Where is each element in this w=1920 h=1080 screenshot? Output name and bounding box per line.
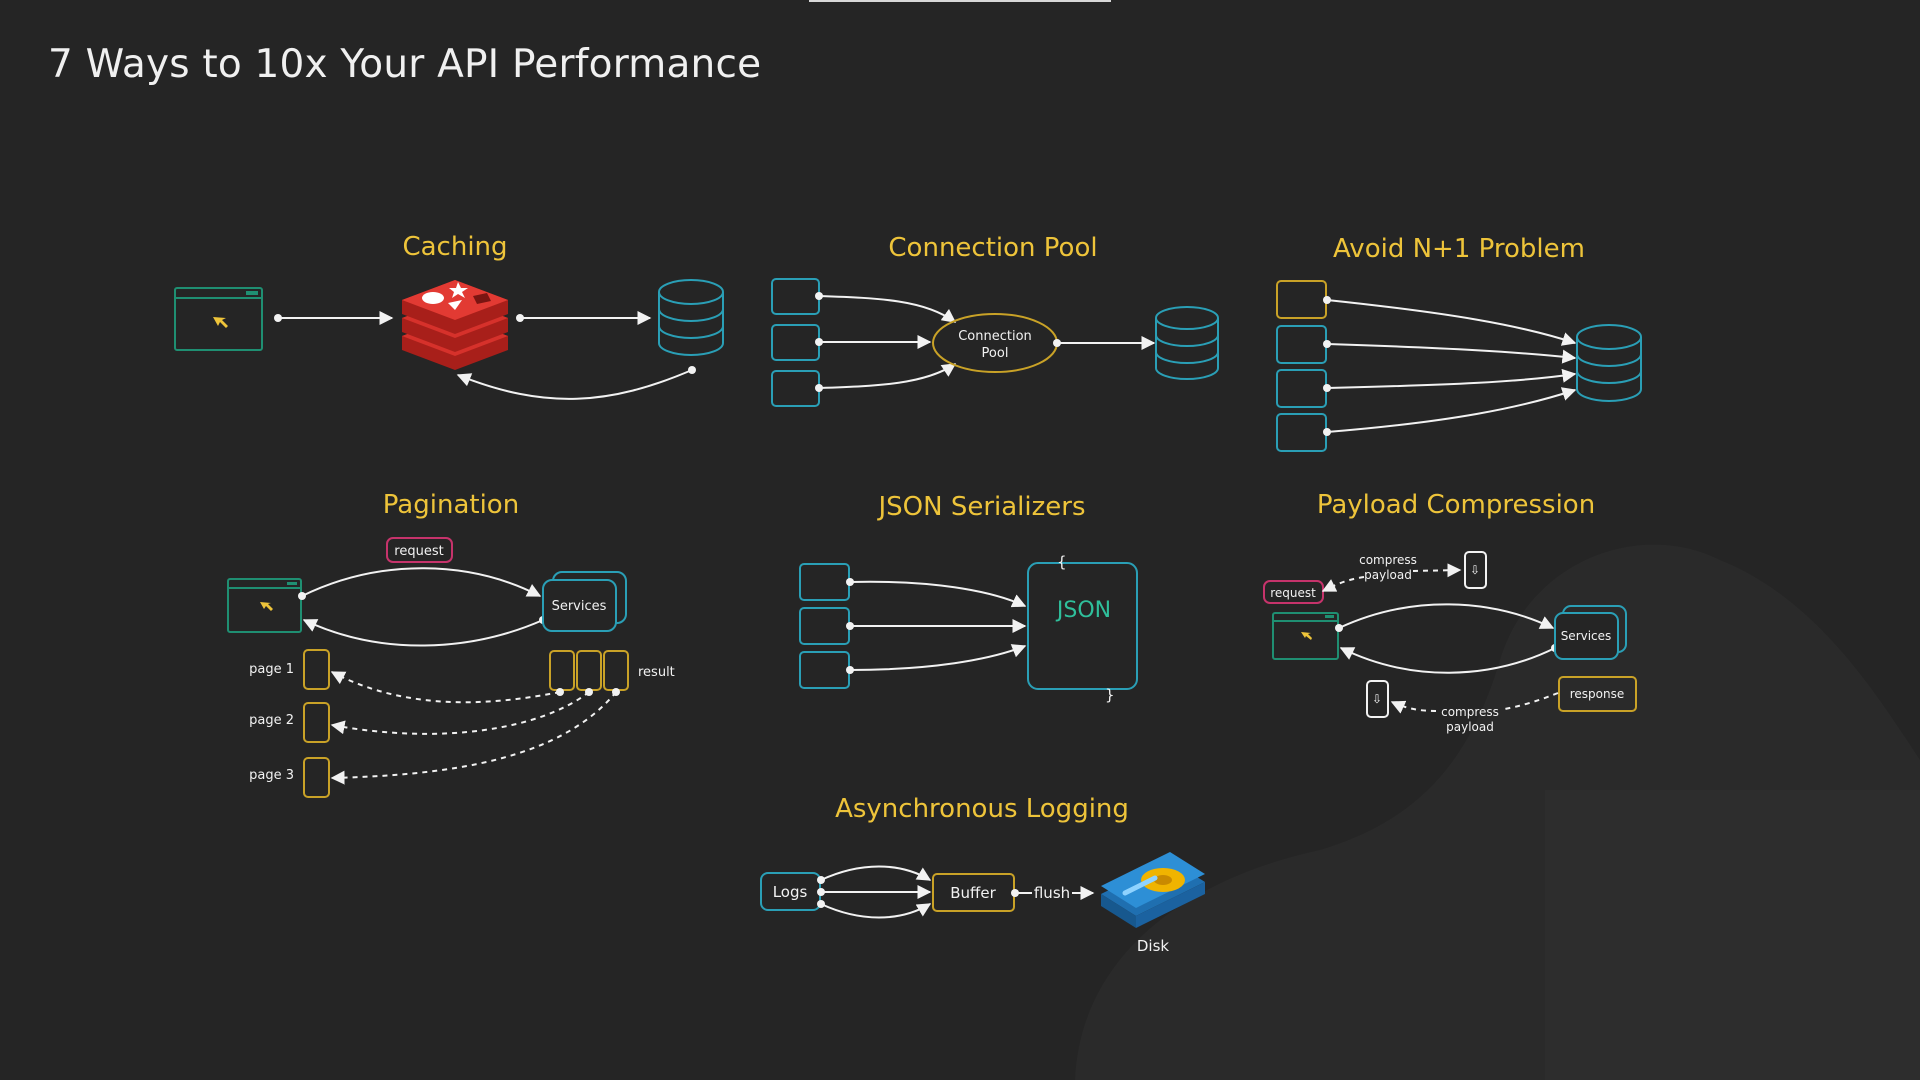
browser-window-icon <box>174 287 263 351</box>
brace-close: } <box>1105 686 1115 704</box>
svg-text:⇩: ⇩ <box>1372 692 1382 706</box>
services-box: Services <box>1554 605 1627 660</box>
redis-icon <box>402 280 508 370</box>
svg-text:Services: Services <box>1561 629 1612 643</box>
compress-label: payload <box>1446 720 1494 734</box>
connection-pool-node: Connection Pool <box>932 313 1058 373</box>
brace-open: { <box>1057 553 1067 571</box>
database-icon <box>1155 306 1219 380</box>
request-badge: request <box>1263 580 1324 604</box>
buffer-box: Buffer <box>932 873 1015 912</box>
cursor-icon <box>260 602 273 611</box>
json-serializers-section: JSON Serializers { } JSON <box>799 492 1138 704</box>
async-logging-title: Asynchronous Logging <box>835 794 1129 824</box>
hard-disk-icon <box>1101 852 1205 928</box>
svg-text:Logs: Logs <box>773 883 808 901</box>
svg-text:request: request <box>1270 586 1316 600</box>
pagination-section: Pagination request Services result page … <box>227 490 675 798</box>
compress-label: compress <box>1441 705 1499 719</box>
svg-text:⇩: ⇩ <box>1470 563 1480 577</box>
object-box <box>799 563 850 601</box>
json-document: { } JSON <box>1027 553 1138 704</box>
query-box <box>1276 325 1327 364</box>
browser-window-icon <box>227 578 302 633</box>
page-box <box>303 649 330 690</box>
payload-compression-title: Payload Compression <box>1317 490 1595 520</box>
result-item <box>549 650 575 691</box>
client-box <box>771 324 820 361</box>
object-box <box>799 607 850 645</box>
flush-label: flush <box>1034 884 1070 902</box>
database-icon <box>1576 324 1642 402</box>
avoid-n1-title: Avoid N+1 Problem <box>1333 234 1585 264</box>
page-box <box>303 702 330 743</box>
svg-text:Pool: Pool <box>982 346 1009 361</box>
result-item <box>576 650 602 691</box>
compress-label: compress <box>1359 553 1417 567</box>
compressed-file-icon: ⇩ <box>1366 680 1389 718</box>
page-title: 7 Ways to 10x Your API Performance <box>48 42 762 87</box>
client-box <box>771 278 820 315</box>
result-label: result <box>638 665 675 680</box>
compress-label: payload <box>1364 568 1412 582</box>
payload-compression-section: Payload Compression request compress pay… <box>1263 490 1637 734</box>
cursor-icon <box>213 317 228 328</box>
page-label: page 1 <box>249 662 294 677</box>
page-label: page 3 <box>249 768 294 783</box>
svg-text:Services: Services <box>552 599 607 614</box>
services-box: Services <box>542 571 627 632</box>
disk-label: Disk <box>1137 937 1170 955</box>
query-box <box>1276 413 1327 452</box>
caching-section: Caching <box>174 232 724 400</box>
cursor-icon <box>1301 632 1312 640</box>
connection-pool-title: Connection Pool <box>888 233 1097 263</box>
background-shapes <box>1075 544 1920 1080</box>
database-icon <box>658 279 724 356</box>
async-logging-section: Asynchronous Logging Logs Buffer flush D… <box>760 794 1205 955</box>
logs-box: Logs <box>760 872 821 911</box>
avoid-n1-section: Avoid N+1 Problem <box>1276 234 1642 452</box>
query-box <box>1276 369 1327 408</box>
client-box <box>771 370 820 407</box>
request-badge: request <box>386 537 453 563</box>
browser-window-icon <box>1272 612 1339 660</box>
query-box <box>1276 280 1327 319</box>
caching-title: Caching <box>402 232 507 262</box>
page-label: page 2 <box>249 713 294 728</box>
page-box <box>303 757 330 798</box>
object-box <box>799 651 850 689</box>
top-edge-strip <box>809 0 1111 2</box>
json-serializers-title: JSON Serializers <box>876 492 1085 522</box>
response-badge: response <box>1558 676 1637 712</box>
svg-text:response: response <box>1570 687 1625 701</box>
connection-pool-section: Connection Pool Connection Pool <box>771 233 1219 407</box>
svg-text:request: request <box>394 544 443 559</box>
json-label: JSON <box>1055 598 1111 623</box>
compressed-file-icon: ⇩ <box>1464 551 1487 589</box>
svg-text:Buffer: Buffer <box>950 884 996 902</box>
result-item <box>603 650 629 691</box>
pagination-title: Pagination <box>383 490 519 520</box>
svg-text:Connection: Connection <box>958 329 1032 344</box>
